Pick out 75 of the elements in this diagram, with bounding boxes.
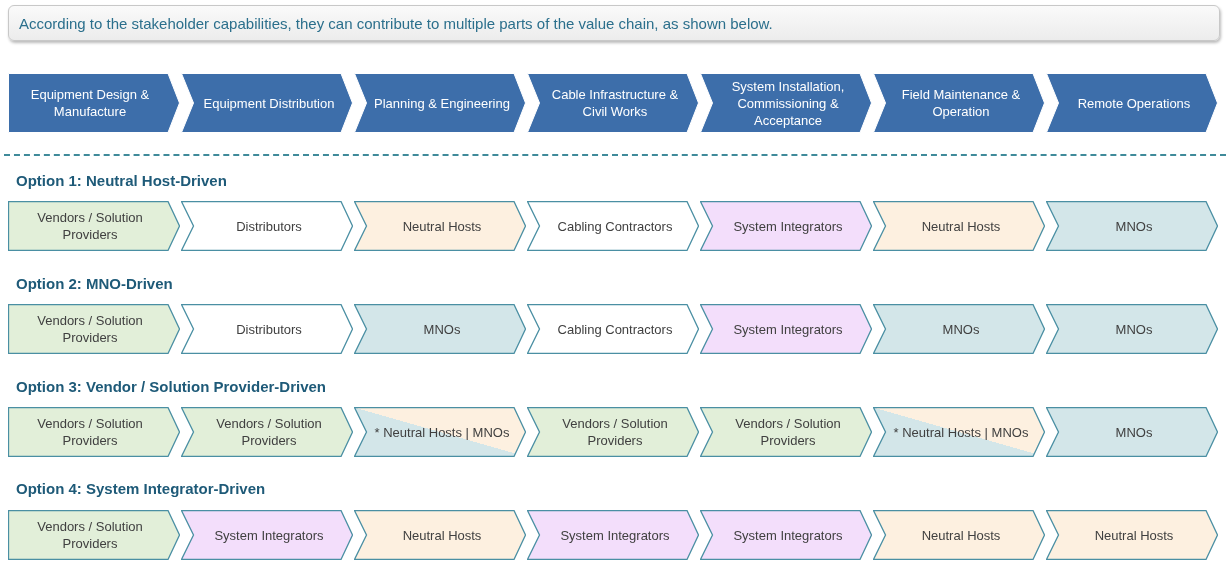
stage-label: MNOs (1114, 423, 1154, 442)
stage-label: System Installation, Commissioning & Acceptance (730, 77, 846, 130)
stage-label: Cabling Contractors (556, 217, 674, 236)
stakeholder-tile (354, 201, 526, 251)
stage-label: Vendors / Solution Providers (215, 415, 323, 450)
stakeholder-tile (527, 510, 699, 560)
stakeholder-tile (527, 407, 699, 457)
value-chain-stage (1046, 73, 1218, 133)
stage-label: Vendors / Solution Providers (36, 312, 144, 347)
value-chain-stage (700, 73, 872, 133)
stage-label: Neutral Hosts (1093, 526, 1175, 545)
section-heading: Option 3: Vendor / Solution Provider-Driven (16, 378, 327, 395)
stakeholder-tile (8, 304, 180, 354)
stakeholder-tile (873, 304, 1045, 354)
stakeholder-tile (1046, 304, 1218, 354)
stakeholder-tile (354, 304, 526, 354)
stakeholder-tile (700, 201, 872, 251)
stakeholder-tile (181, 201, 353, 251)
stakeholder-tile (527, 201, 699, 251)
value-chain-stage (527, 73, 699, 133)
section-heading: Option 2: MNO-Driven (16, 275, 173, 292)
value-chain-stage (354, 73, 526, 133)
stakeholder-tile (181, 407, 353, 457)
stakeholder-tile (527, 304, 699, 354)
stakeholder-tile (8, 510, 180, 560)
stage-label: MNOs (941, 320, 981, 339)
stage-label: Neutral Hosts (920, 526, 1002, 545)
stage-label: Vendors / Solution Providers (36, 209, 144, 244)
stage-label: Vendors / Solution Providers (36, 415, 144, 450)
stage-label: Distributors (235, 217, 303, 236)
stakeholder-tile (873, 201, 1045, 251)
stakeholder-tile (700, 407, 872, 457)
value-chain-stage (8, 73, 180, 133)
stage-label: Field Maintenance & Operation (900, 86, 1022, 121)
stakeholder-tile (873, 510, 1045, 560)
stakeholder-tile (1046, 510, 1218, 560)
value-chain-stage (181, 73, 353, 133)
stage-label: System Integrators (213, 526, 325, 545)
stakeholder-tile (700, 304, 872, 354)
stage-label: Distributors (235, 320, 303, 339)
stage-label: Planning & Engineering (373, 94, 511, 113)
stage-label: Neutral Hosts (401, 217, 483, 236)
stage-label: Vendors / Solution Providers (734, 415, 842, 450)
stage-label: Neutral Hosts (401, 526, 483, 545)
stage-label: System Integrators (732, 320, 844, 339)
stage-label: MNOs (1114, 320, 1154, 339)
stage-label: Remote Operations (1076, 94, 1192, 113)
stage-label: MNOs (422, 320, 462, 339)
section-heading: Option 1: Neutral Host-Driven (16, 172, 227, 189)
stakeholder-tile (181, 510, 353, 560)
stakeholder-tile (1046, 407, 1218, 457)
stage-label: System Integrators (559, 526, 671, 545)
stage-label: * Neutral Hosts | MNOs (373, 423, 511, 442)
stakeholder-tile (354, 510, 526, 560)
stakeholder-tile (354, 407, 526, 457)
stage-label: Equipment Distribution (202, 94, 336, 113)
stage-label: * Neutral Hosts | MNOs (892, 423, 1030, 442)
header-banner: According to the stakeholder capabilities, they can contribute to multiple parts of the value chain, as shown below. (8, 5, 1220, 41)
stage-label: Vendors / Solution Providers (36, 518, 144, 553)
stakeholder-tile (181, 304, 353, 354)
stakeholder-tile (700, 510, 872, 560)
stakeholder-tile (873, 407, 1045, 457)
section-heading: Option 4: System Integrator-Driven (16, 480, 266, 497)
stage-label: Vendors / Solution Providers (561, 415, 669, 450)
stakeholder-tile (8, 407, 180, 457)
stage-label: Cabling Contractors (556, 320, 674, 339)
stage-label: Neutral Hosts (920, 217, 1002, 236)
stage-label: Equipment Design & Manufacture (29, 86, 151, 121)
value-chain-stage (873, 73, 1045, 133)
stage-label: MNOs (1114, 217, 1154, 236)
stakeholder-tile (8, 201, 180, 251)
stakeholder-tile (1046, 201, 1218, 251)
stage-label: System Integrators (732, 526, 844, 545)
stage-label: System Integrators (732, 217, 844, 236)
stage-label: Cable Infrastructure & Civil Works (550, 86, 680, 121)
